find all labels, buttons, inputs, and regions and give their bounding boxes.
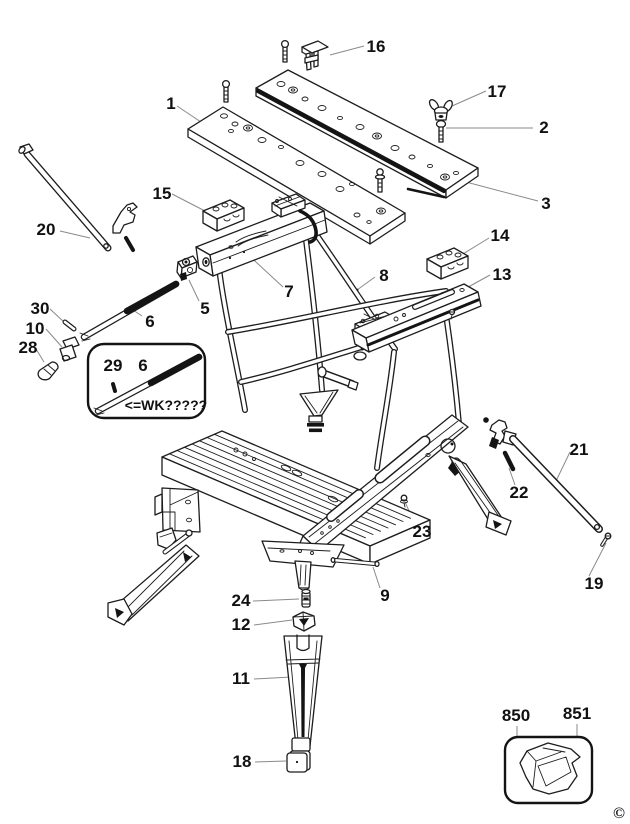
leader-11 (253, 676, 293, 680)
leader-24 (252, 598, 300, 602)
callout-10: 10 (26, 319, 45, 338)
copyright-symbol: © (613, 805, 625, 822)
callout-23: 23 (413, 522, 432, 541)
crank-block (271, 193, 306, 218)
callout-29: 29 (104, 356, 123, 375)
callout-2: 2 (539, 118, 548, 137)
pin-part22 (502, 450, 516, 472)
platform-slats (169, 433, 411, 539)
board1-holes (220, 113, 386, 224)
leader-18 (254, 760, 287, 763)
screw-below-board3 (374, 168, 386, 193)
inset-note: <=WK????? (125, 397, 207, 413)
callout-24: 24 (232, 591, 251, 610)
callout-1: 1 (166, 94, 175, 113)
leader-12 (253, 619, 293, 626)
tiny-screw-right (448, 308, 456, 320)
swivel-peg-part16 (301, 40, 329, 71)
callout-14: 14 (491, 226, 510, 245)
leader-28 (35, 348, 45, 363)
foot-mount-part12 (292, 611, 316, 632)
leader-8 (356, 276, 376, 291)
support-rod-part21 (502, 430, 603, 533)
leader-17 (451, 90, 487, 107)
spacer-block-part14 (426, 247, 469, 280)
callout-9: 9 (380, 586, 389, 605)
board3-holes (276, 81, 459, 181)
knob-part28 (37, 361, 59, 381)
pivot-nut-part5 (176, 255, 198, 281)
callout-11: 11 (232, 669, 250, 688)
callout-6: 6 (145, 312, 154, 331)
wing-nut-part17 (428, 99, 453, 121)
leader-22 (508, 467, 516, 486)
callout-3: 3 (541, 194, 550, 213)
threaded-rod-part6 (79, 280, 180, 342)
callout-28: 28 (19, 338, 38, 357)
callout-22: 22 (510, 483, 529, 502)
screw-part19 (600, 532, 612, 547)
callout-20: 20 (37, 220, 56, 239)
callout-8: 8 (379, 266, 388, 285)
callout-labels: 16 1 17 2 3 15 14 13 8 7 5 6 30 10 28 20… (19, 37, 625, 822)
callout-15: 15 (153, 184, 172, 203)
center-clamp-funnel (299, 389, 339, 433)
callout-13: 13 (493, 265, 512, 284)
spacer-block-part15 (202, 199, 245, 232)
parts-bag (519, 742, 581, 795)
leg-pivot-bracket (261, 540, 345, 591)
spring-part24 (301, 588, 311, 608)
parts-bag-box (503, 735, 594, 805)
inset-pin-part29 (111, 382, 117, 393)
callout-19: 19 (585, 574, 604, 593)
roll-pin-part30 (62, 319, 77, 332)
foot-cap-part18 (286, 750, 311, 773)
right-rail-part13 (351, 283, 482, 353)
inset-threaded-rod-part6 (93, 353, 203, 416)
screw-part23 (400, 494, 408, 508)
latch-lever-left (112, 202, 138, 252)
leg-part11 (283, 634, 323, 752)
link-part10 (59, 336, 80, 362)
leader-21 (555, 451, 571, 482)
left-rail-part7 (195, 202, 328, 277)
callout-5: 5 (200, 299, 209, 318)
callout-850: 850 (502, 706, 530, 725)
bolt-part2 (435, 119, 447, 143)
leader-3 (465, 181, 539, 202)
handle-rod-part20 (18, 143, 112, 252)
leader-10 (45, 328, 63, 348)
left-leg-bracket (154, 487, 201, 550)
lead-screw (317, 366, 359, 391)
pivot-rod-part9 (330, 557, 380, 568)
pin-dot (483, 417, 489, 423)
callout-851: 851 (563, 704, 591, 723)
callout-12: 12 (232, 615, 251, 634)
screw-top (280, 39, 290, 63)
leader-lines (35, 45, 607, 763)
callout-30: 30 (31, 299, 50, 318)
leader-16 (329, 45, 365, 56)
leader-20 (59, 230, 91, 239)
callout-16: 16 (367, 37, 386, 56)
left-leg (107, 529, 200, 626)
callout-6-inset: 6 (138, 356, 147, 375)
right-leg (448, 455, 512, 536)
screw-left (221, 79, 231, 103)
leader-19 (588, 542, 607, 577)
rear-jaw-board-part3 (255, 69, 479, 199)
leader-5 (188, 279, 200, 302)
inset-box (86, 342, 207, 420)
callout-21: 21 (570, 440, 589, 459)
callout-17: 17 (488, 82, 507, 101)
callout-7: 7 (284, 282, 293, 301)
leader-15 (171, 193, 208, 213)
leader-9 (372, 566, 381, 589)
leader-30 (49, 308, 65, 323)
callout-18: 18 (233, 752, 252, 771)
crank-handle (298, 209, 318, 244)
